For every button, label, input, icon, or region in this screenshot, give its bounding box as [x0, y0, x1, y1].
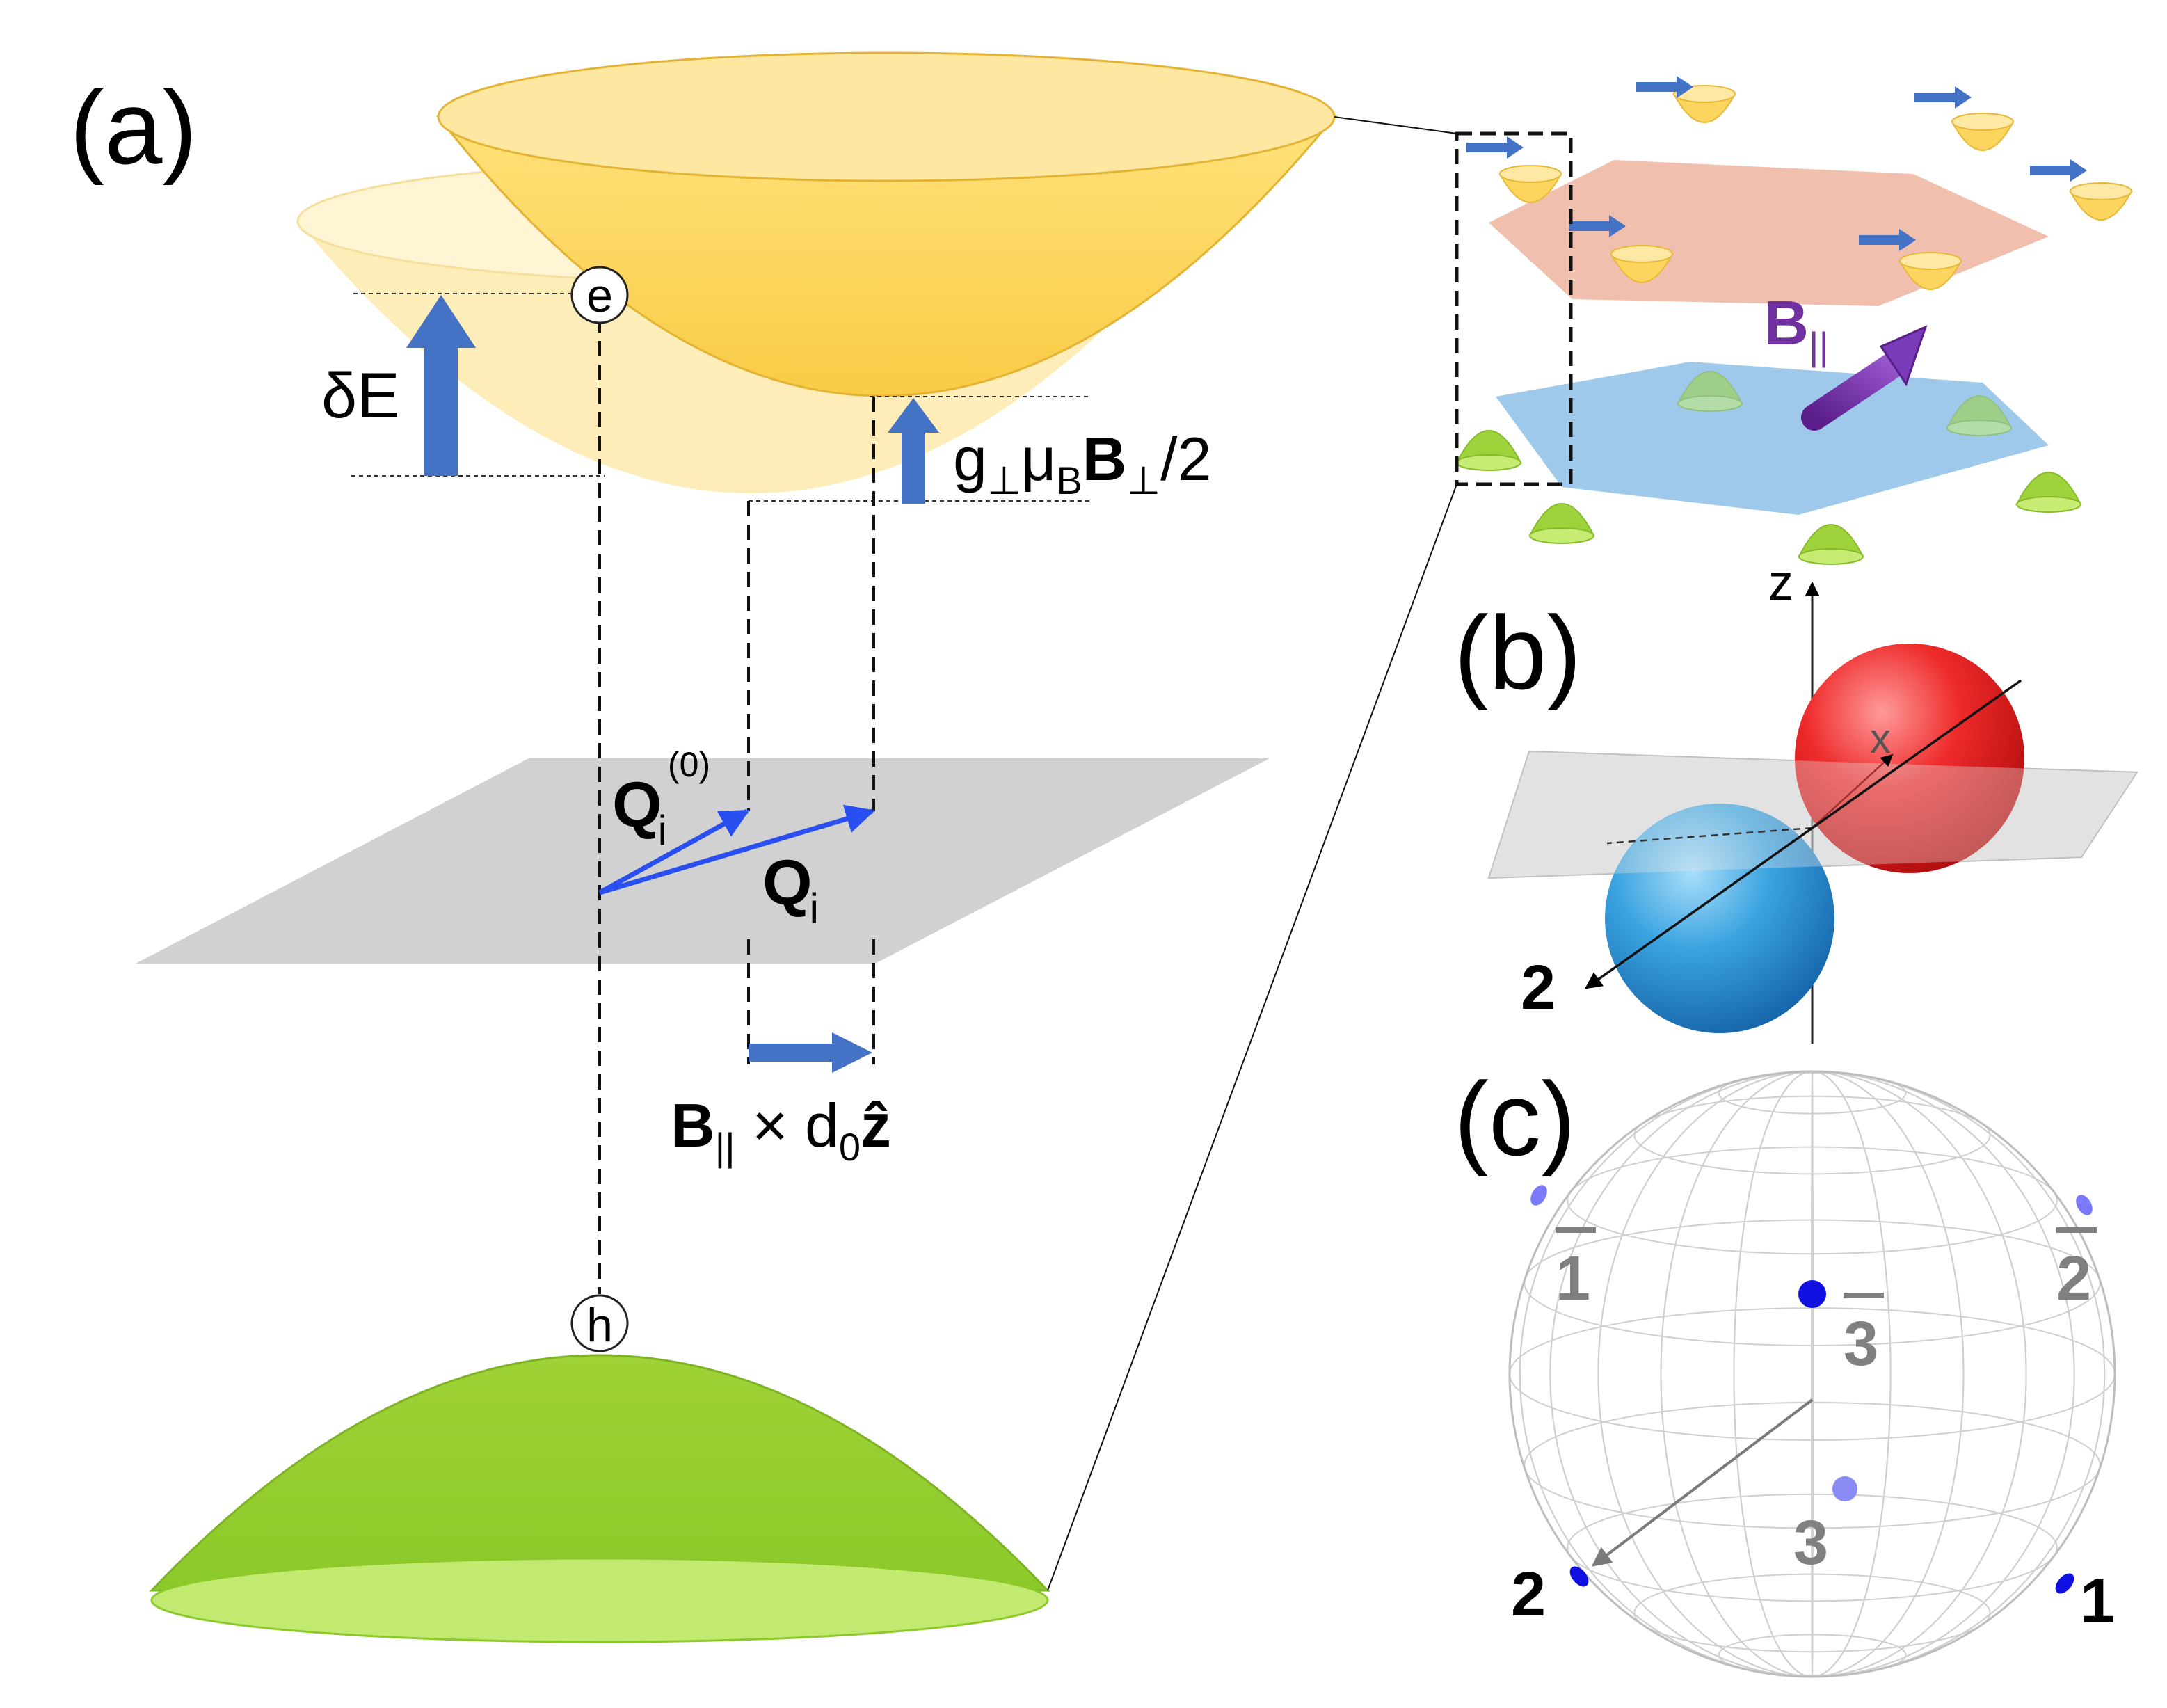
- z-axis-label: z: [1768, 555, 1793, 611]
- b-parallel-label: B||: [1764, 289, 1829, 368]
- bloch-arrow: [1591, 1398, 1814, 1567]
- x-axis: [1812, 753, 1894, 829]
- qi-label: Qi: [762, 847, 819, 932]
- panel-b-label: (b): [1454, 594, 1581, 711]
- delta-e-label: δE: [321, 360, 400, 431]
- orbital-diagram: z x 2: [1487, 555, 2138, 1044]
- blue-lobe: [1605, 804, 1834, 1033]
- label-1: 1: [2080, 1567, 2115, 1636]
- svg-text:2: 2: [2056, 1244, 2091, 1314]
- axis-2-label: 2: [1521, 953, 1556, 1023]
- q0-label: Qi: [612, 769, 667, 854]
- label-3-bar: 3: [1844, 1293, 1884, 1379]
- panel-c-label: (c): [1454, 1060, 1576, 1177]
- sphere-meridian: [1811, 1071, 1814, 1677]
- shift-label: B|| × d0ẑ: [671, 1091, 891, 1169]
- label-1-bar: 1: [1556, 1227, 1596, 1314]
- bloch-labels: 1 2 3 3 2 1: [1511, 1227, 2115, 1636]
- point-2: [1569, 1566, 1589, 1587]
- bloch-sphere: 1 2 3 3 2 1: [1508, 1070, 2116, 1678]
- xy-plane-overlay: [1489, 751, 2137, 878]
- hole-marker: h: [570, 1294, 629, 1352]
- in-plane-dash: [1606, 827, 1813, 845]
- zoom-box: [1455, 131, 1573, 486]
- point-1-bar: [1530, 1185, 1547, 1206]
- axis-2: [1584, 679, 2022, 989]
- hole-label: h: [586, 1299, 613, 1352]
- bottom-layer: [1496, 362, 2049, 515]
- electron-label: e: [586, 269, 613, 322]
- b-parallel-arrow: [1801, 325, 1928, 431]
- zoom-lines: [1047, 116, 1457, 1591]
- svg-text:1: 1: [1556, 1244, 1590, 1314]
- electron-marker: e: [570, 266, 629, 324]
- point-1: [2055, 1573, 2074, 1594]
- label-2-bar: 2: [2056, 1227, 2097, 1314]
- q0-superscript: (0): [668, 745, 710, 784]
- zeeman-label: g⊥μBB⊥/2: [953, 424, 1212, 502]
- hole-band: [149, 1354, 1050, 1643]
- point-3-bar: [1798, 1280, 1826, 1308]
- lattice-inset: B||: [1455, 76, 2132, 565]
- x-axis-label: x: [1870, 715, 1891, 762]
- top-layer: [1489, 160, 2049, 306]
- shift-arrow: [749, 1032, 872, 1073]
- label-2: 2: [1511, 1560, 1546, 1629]
- svg-text:3: 3: [1844, 1309, 1878, 1379]
- point-3: [1832, 1476, 1857, 1501]
- electron-band: [435, 51, 1337, 397]
- point-2-bar: [2076, 1195, 2093, 1215]
- zeeman-arrow: [888, 398, 939, 504]
- label-3: 3: [1793, 1508, 1828, 1578]
- panel-a-label: (a): [70, 69, 197, 186]
- q-vectors: [598, 804, 876, 895]
- delta-e-arrow: [406, 295, 476, 476]
